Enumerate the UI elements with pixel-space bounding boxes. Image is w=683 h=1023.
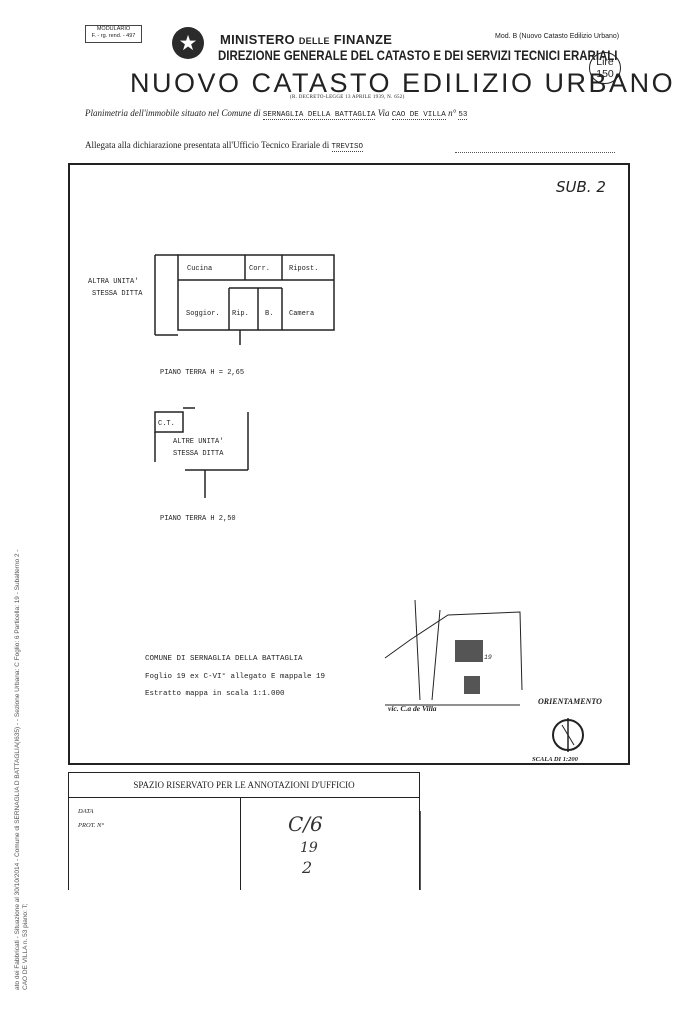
mod-b-label: Mod. B (Nuovo Catasto Edilizio Urbano) (495, 33, 620, 40)
room-camera: Camera (289, 310, 315, 318)
planimetry-frame (68, 163, 630, 765)
italian-emblem-icon: ★ (172, 27, 204, 59)
prot-label: PROT. N° (78, 822, 104, 829)
side-line2: CAO DE VILLA n. 53 piano: T; (22, 903, 29, 990)
handwritten-foglio: 19 (300, 840, 318, 856)
plan-outline (177, 254, 335, 331)
vic-label: vic. C.a de Villa (388, 704, 437, 713)
room-cucina: Cucina (187, 265, 213, 273)
lire-stamp: Lire 150 (589, 52, 621, 84)
numero-value: 53 (458, 111, 468, 120)
orientamento-label: ORIENTAMENTO (538, 697, 602, 706)
lire-value: 150 (596, 68, 614, 80)
side-line1: ato dei Fabbricati - Situazione al 30/10… (14, 549, 21, 990)
map-building (464, 676, 480, 694)
handwritten-sub: 2 (302, 858, 313, 877)
planimetria-lead: Planimetria dell'immobile situato nel Co… (85, 108, 261, 118)
data-label: DATA (78, 808, 94, 815)
map-roads (385, 599, 520, 706)
piano-terra-2: PIANO TERRA H 2,50 (160, 515, 236, 523)
estratto-line: Estratto mappa in scala 1:1.000 (145, 690, 285, 698)
altra-unita-1: ALTRA UNITA' (88, 278, 139, 286)
allegata-line: Allegata alla dichiarazione presentata a… (85, 140, 364, 152)
room-soggior: Soggior. (186, 310, 220, 318)
piano-terra-1: PIANO TERRA H = 2,65 (160, 369, 245, 377)
room-b: B. (265, 310, 274, 318)
ct-label: C.T. (158, 420, 175, 428)
lire-label: Lire (596, 56, 614, 68)
compass-needle (561, 724, 575, 746)
sub-label: SUB. 2 (556, 178, 606, 196)
room-corr: Corr. (249, 265, 271, 273)
room-rip: Rip. (232, 310, 249, 318)
riservato-box: SPAZIO RISERVATO PER LE ANNOTAZIONI D'UF… (68, 772, 420, 890)
altra-unita-2: STESSA DITTA (92, 290, 143, 298)
ministry-word: MINISTERO (220, 32, 295, 47)
foglio-line: Foglio 19 ex C-VI° allegato E mappale 19 (145, 673, 326, 681)
map-number: 19 (484, 654, 492, 661)
altre-unita-2: STESSA DITTA (173, 450, 224, 458)
ministry-small: DELLE (298, 36, 330, 46)
riservato-split (240, 798, 241, 890)
direzione-title: DIREZIONE GENERALE DEL CATASTO E DEI SER… (218, 47, 618, 63)
decreto-line: (R. DECRETO-LEGGE 13 APRILE 1939, N. 652… (290, 95, 405, 100)
modulario-line1: MODULARIO (96, 26, 131, 32)
ministry-end: FINANZE (333, 32, 393, 47)
riservato-body (68, 798, 420, 890)
room-ripost: Ripost. (289, 265, 319, 273)
num-label: n° (448, 108, 457, 118)
altre-unita-1: ALTRE UNITA' (173, 438, 224, 446)
riservato-heading: SPAZIO RISERVATO PER LE ANNOTAZIONI D'UF… (68, 772, 420, 798)
ministry-title: MINISTERO DELLE FINANZE (220, 32, 392, 47)
via-value: CAO DE VILLA (391, 111, 446, 120)
map-building (455, 640, 483, 662)
via-label: Via (377, 108, 390, 118)
ct-room (154, 411, 184, 433)
side-watermark-text: ato dei Fabbricati - Situazione al 30/10… (14, 549, 30, 990)
map-lines (384, 611, 523, 691)
ufficio-value: TREVISO (331, 143, 364, 152)
scala-label: SCALA DI 1:200 (532, 756, 578, 763)
page-title: NUOVO CATASTO EDILIZIO URBANO (130, 68, 676, 98)
comune-value: SERNAGLIA DELLA BATTAGLIA (262, 111, 376, 120)
modulario-box: MODULARIO F. - rg. rend. - 497 (85, 25, 142, 43)
comune-line: COMUNE DI SERNAGLIA DELLA BATTAGLIA (145, 655, 303, 663)
modulario-line2: F. - rg. rend. - 497 (91, 33, 136, 39)
dotted-divider (455, 152, 615, 153)
planimetria-line: Planimetria dell'immobile situato nel Co… (85, 108, 468, 120)
allegata-lead: Allegata alla dichiarazione presentata a… (85, 140, 330, 150)
handwritten-category: C/6 (288, 812, 323, 836)
